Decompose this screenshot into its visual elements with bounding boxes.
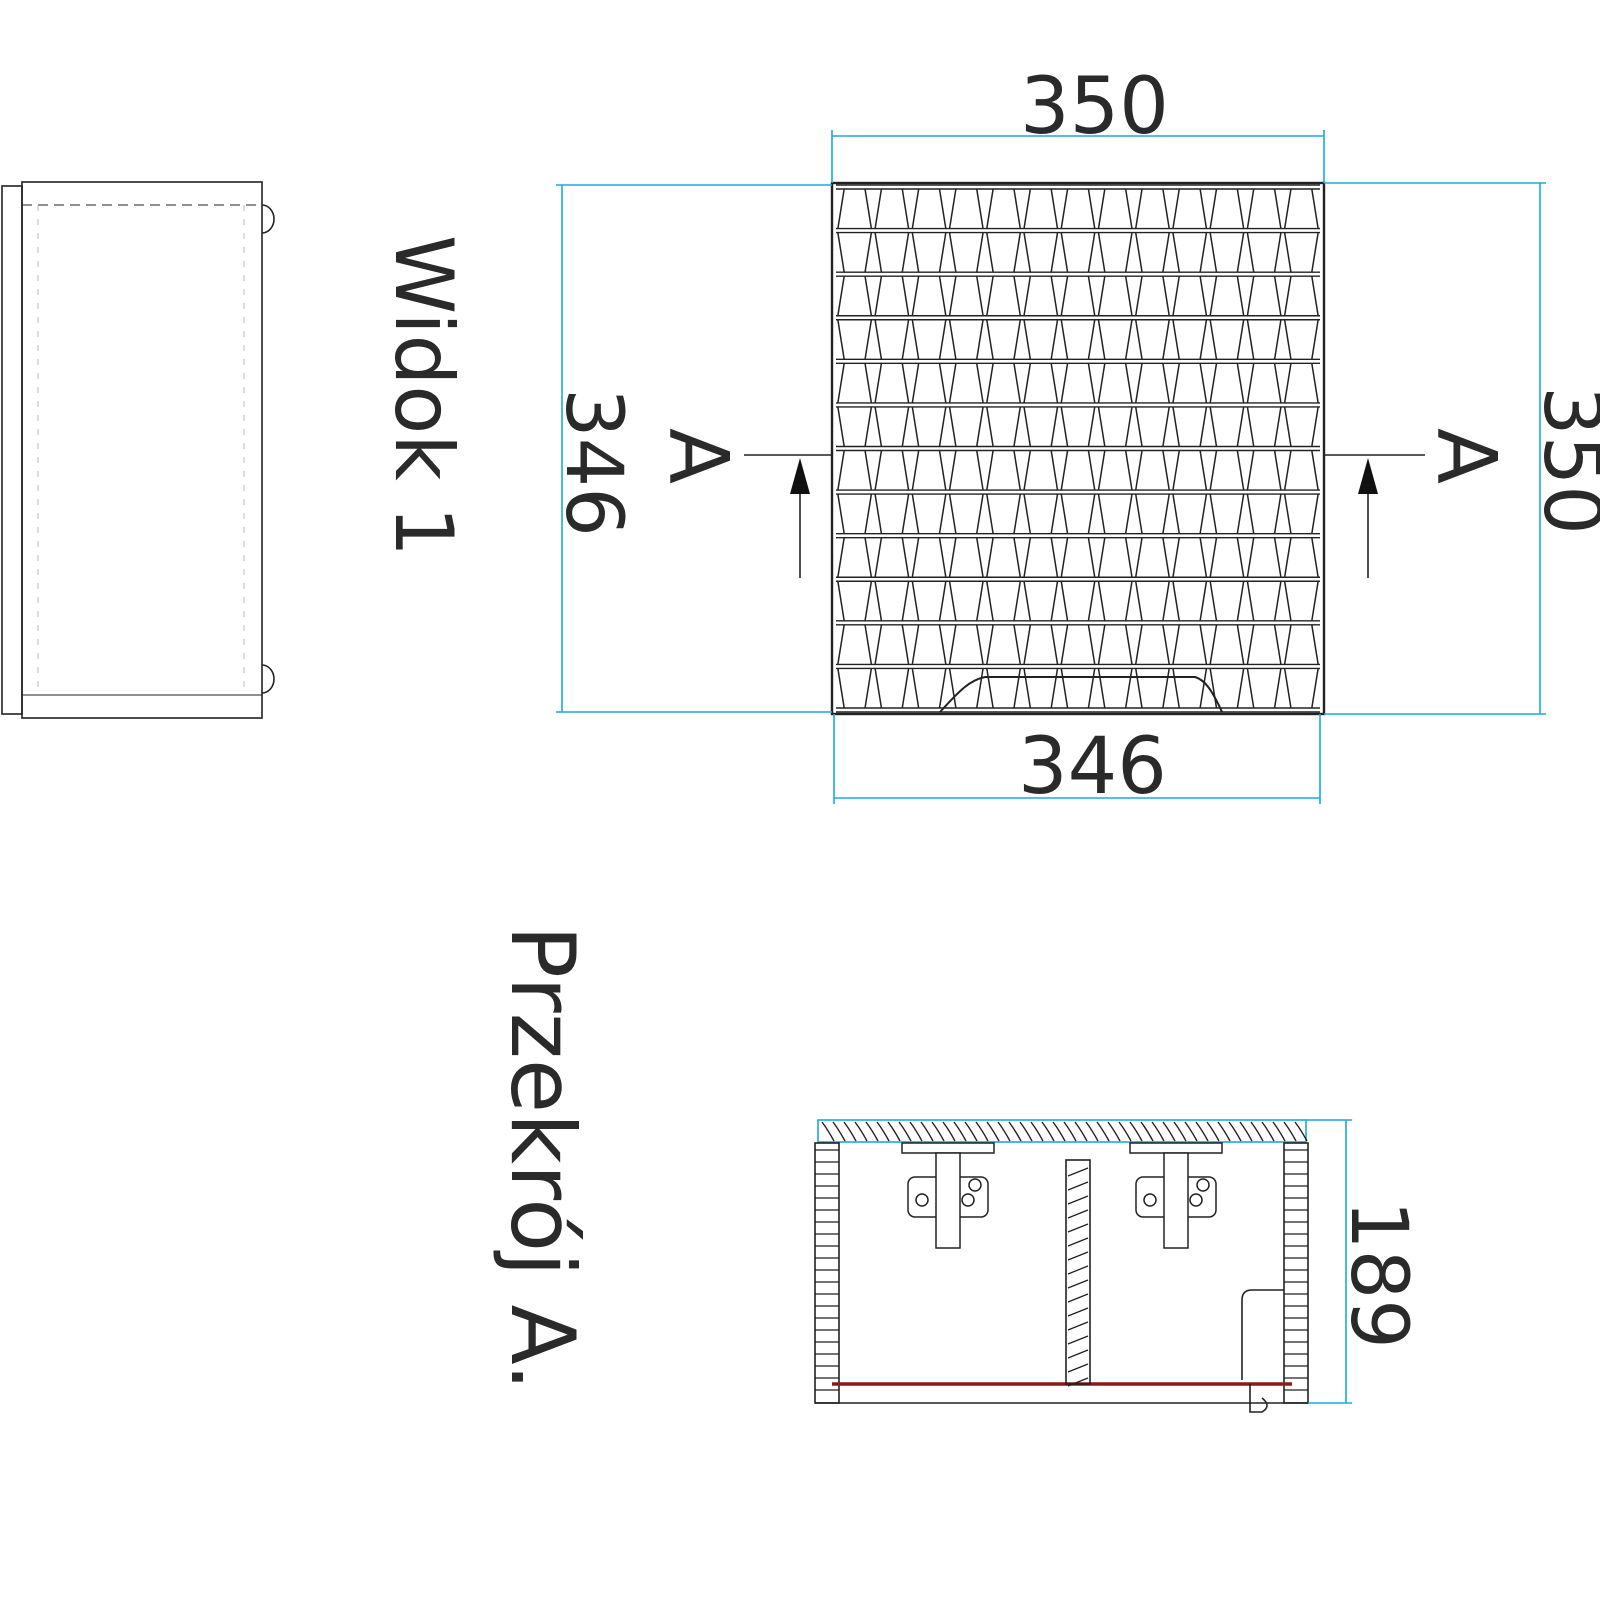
side-view-title: Widok 1 — [377, 235, 470, 557]
hinge-bump-bottom — [261, 664, 275, 694]
dim-right-height: 350 — [1526, 386, 1600, 535]
dim-top-width: 350 — [1020, 62, 1169, 152]
arrow-up-icon — [1358, 458, 1378, 494]
hinge-icon — [901, 1142, 995, 1249]
section-marker-right: A — [1418, 428, 1513, 484]
dim-bottom-width: 346 — [1018, 722, 1167, 812]
dim-left-height: 346 — [548, 388, 638, 537]
weave-pattern — [836, 184, 1320, 713]
section-view — [814, 1119, 1352, 1413]
dim-section-height: 189 — [1333, 1200, 1423, 1349]
arrow-up-icon — [790, 458, 810, 494]
side-view — [1, 181, 275, 719]
hinge-icon — [1129, 1142, 1223, 1249]
section-marker-left: A — [650, 428, 745, 484]
dimension-lines — [556, 130, 1546, 804]
section-title: Przekrój A. — [491, 925, 594, 1391]
hinge-bump-top — [261, 204, 275, 234]
section-line — [744, 454, 1425, 578]
front-view — [830, 181, 1326, 716]
